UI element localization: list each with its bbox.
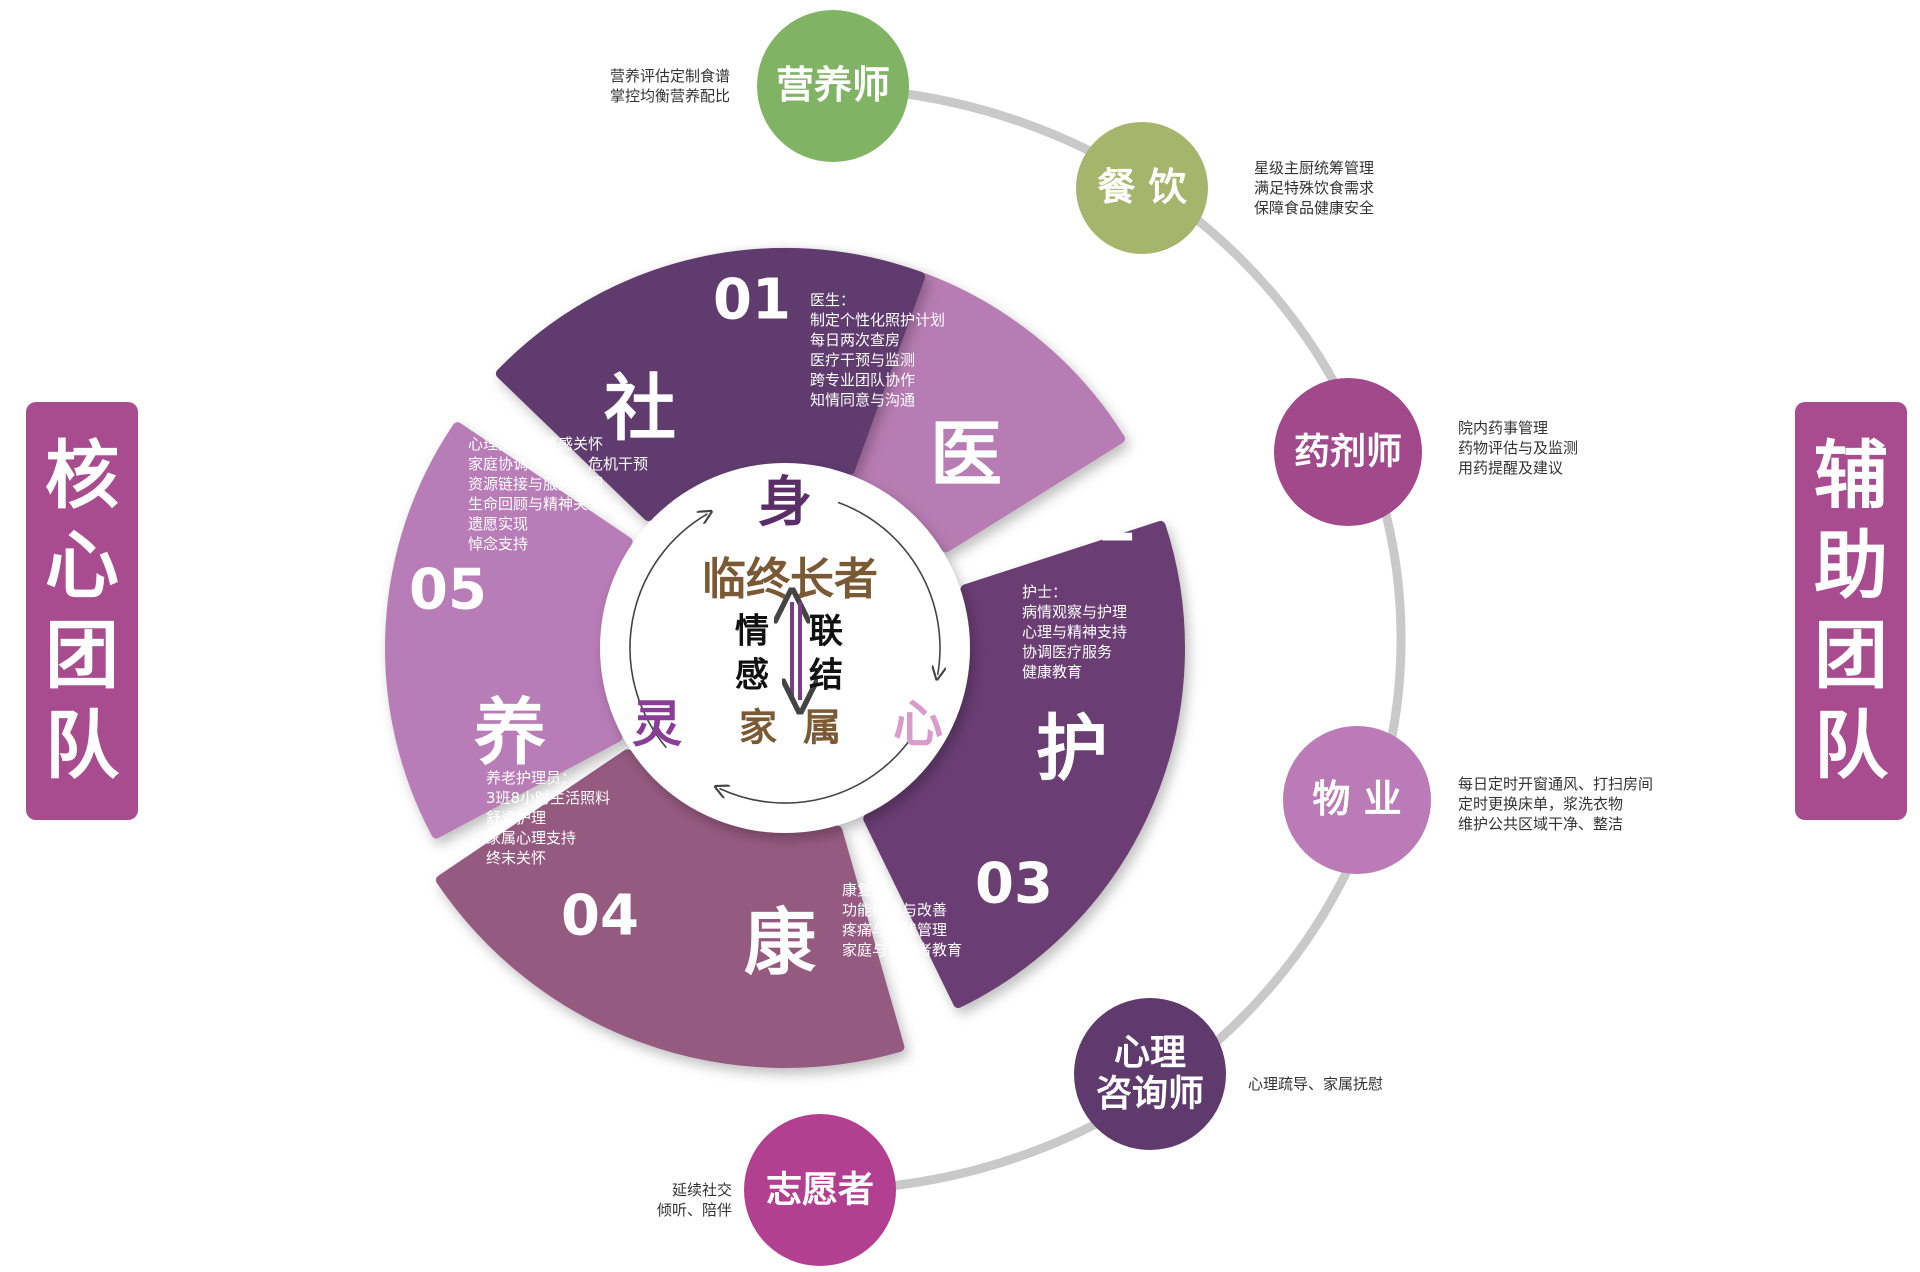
center-bond-2: 结 xyxy=(809,655,843,696)
segment-role: 护士： xyxy=(1022,583,1068,601)
core-team-ring xyxy=(385,248,1185,1068)
center-family: 家属 xyxy=(738,705,868,750)
segment-03-name: 康 xyxy=(743,900,817,985)
segment-item: 病情观察与护理 xyxy=(1022,603,1128,621)
segment-item: 医疗干预与监测 xyxy=(810,351,916,369)
segment-item: 资源链接与服务协调 xyxy=(468,475,604,493)
segment-role: 医生： xyxy=(810,291,856,309)
segment-role: 社工： xyxy=(468,415,514,433)
bubble-counselor-label: 心理 咨询师 xyxy=(1095,1032,1205,1115)
support-team-char: 辅 xyxy=(1814,433,1888,519)
center-emotion-1: 情 xyxy=(735,611,769,652)
segment-item: 健康教育 xyxy=(1022,663,1083,681)
segment-05-name: 社 xyxy=(603,366,677,451)
segment-01-text: 医生： 制定个性化照护计划 每日两次查房 医疗干预与监测 跨专业团队协作 知情同… xyxy=(810,290,945,410)
segment-04-text: 养老护理员： 3班8小时生活照料 舒适护理 家属心理支持 终末关怀 xyxy=(486,768,610,868)
segment-item: 每日两次查房 xyxy=(810,331,901,349)
segment-item: 疼痛与症状管理 xyxy=(842,921,948,939)
note-counselor: 心理疏导、家属抚慰 xyxy=(1248,1075,1384,1093)
segment-role: 养老护理员： xyxy=(486,769,577,787)
bubble-property-label: 物 业 xyxy=(1312,777,1402,822)
segment-04 xyxy=(385,422,633,839)
core-team-char: 团 xyxy=(45,613,119,699)
support-team-char: 助 xyxy=(1814,523,1888,609)
core-team-char: 队 xyxy=(45,703,119,789)
support-team-char: 队 xyxy=(1814,703,1888,789)
core-team-banner: 核 心 团 队 xyxy=(26,402,138,820)
segment-item: 生命回顾与精神关怀 xyxy=(468,495,604,513)
cycle-arrow xyxy=(719,736,913,804)
segment-01-name: 医 xyxy=(929,412,1003,497)
cycle-arrow xyxy=(629,514,708,749)
segment-item: 家属心理支持 xyxy=(486,829,577,847)
segment-02-name: 护 xyxy=(1035,706,1109,791)
center-mind: 心 xyxy=(893,695,943,753)
segment-item: 3班8小时生活照料 xyxy=(486,789,611,807)
segment-04-name: 养 xyxy=(473,690,547,775)
segment-item: 家庭与看护者教育 xyxy=(842,941,963,959)
note-volunteer: 延续社交 倾听、陪伴 xyxy=(656,1181,732,1219)
bubble-catering-label: 餐 饮 xyxy=(1097,165,1187,210)
segment-02-text: 护士： 病情观察与护理 心理与精神支持 协调医疗服务 健康教育 xyxy=(1022,582,1127,682)
bubble-pharmacist-label: 药剂师 xyxy=(1293,431,1403,473)
center-bond-1: 联 xyxy=(809,611,843,652)
cycle-arrows xyxy=(629,501,940,804)
segment-05-number: 05 xyxy=(409,557,487,623)
note-catering: 星级主厨统筹管理 满足特殊饮食需求 保障食品健康安全 xyxy=(1254,159,1375,217)
center-disc xyxy=(600,463,970,833)
segment-item: 制定个性化照护计划 xyxy=(810,311,946,329)
support-bubble xyxy=(744,1114,896,1266)
center-body: 身 xyxy=(758,470,812,534)
segment-03-text: 康复师： 功能维持与改善 疼痛与症状管理 家庭与看护者教育 xyxy=(842,880,962,960)
core-team-char: 核 xyxy=(45,433,119,519)
support-team-banner: 辅 助 团 队 xyxy=(1795,402,1907,820)
segment-item: 终末关怀 xyxy=(486,849,547,867)
note-property: 每日定时开窗通风、打扫房间 定时更换床单，浆洗衣物 维护公共区域干净、整洁 xyxy=(1458,775,1654,833)
support-bubble xyxy=(1074,998,1226,1150)
segment-item: 心理与精神支持 xyxy=(1022,623,1128,641)
segment-02-number: 02 xyxy=(1059,489,1137,555)
bubble-nutritionist-label: 营养师 xyxy=(775,63,891,108)
center-title: 临终长者 xyxy=(702,554,878,605)
note-nutritionist: 营养评估定制食谱 掌控均衡营养配比 xyxy=(609,67,730,105)
segment-item: 心理支持与情感关怀 xyxy=(468,435,604,453)
support-bubble xyxy=(1283,726,1431,874)
support-bubble xyxy=(1274,378,1422,526)
support-bubble xyxy=(1076,122,1208,254)
segment-05-text: 社工： 心理支持与情感关怀 家庭协调、沟通、危机干预 资源链接与服务协调 生命回… xyxy=(468,414,648,554)
segment-role: 康复师： xyxy=(842,881,903,899)
support-bubble xyxy=(757,10,909,162)
segment-item: 知情同意与沟通 xyxy=(810,391,916,409)
segment-item: 功能维持与改善 xyxy=(842,901,948,919)
support-bubbles xyxy=(744,10,1431,1266)
segment-item: 家庭协调、沟通、危机干预 xyxy=(468,455,649,473)
cycle-arrow xyxy=(837,501,940,675)
center-emotion-2: 感 xyxy=(735,655,769,696)
segment-04-number: 04 xyxy=(561,883,639,949)
center-spirit: 灵 xyxy=(632,695,682,753)
segment-item: 跨专业团队协作 xyxy=(810,371,916,389)
note-pharmacist: 院内药事管理 药物评估与及监测 用药提醒及建议 xyxy=(1458,419,1579,477)
segment-item: 舒适护理 xyxy=(486,809,547,827)
support-team-char: 团 xyxy=(1814,613,1888,699)
segment-item: 悼念支持 xyxy=(468,535,529,553)
segment-01-number: 01 xyxy=(713,267,791,333)
segment-item: 遗愿实现 xyxy=(468,515,529,533)
segment-05 xyxy=(495,248,926,522)
segment-03-number: 03 xyxy=(975,851,1053,917)
bubble-volunteer-label: 志愿者 xyxy=(765,1169,875,1211)
segment-item: 协调医疗服务 xyxy=(1022,643,1113,661)
core-team-char: 心 xyxy=(45,523,119,609)
